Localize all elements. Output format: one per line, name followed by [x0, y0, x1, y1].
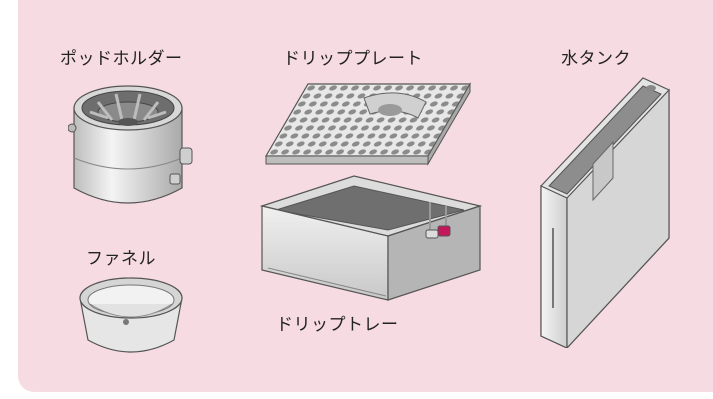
drip-tray-illustration — [258, 172, 483, 307]
parts-diagram-panel: ポッドホルダー ドリッププレート 水タンク ファネル ドリップトレー — [18, 0, 713, 392]
pod-holder-illustration — [68, 78, 198, 213]
water-tank-label: 水タンク — [561, 49, 631, 69]
drip-tray-label: ドリップトレー — [276, 315, 399, 335]
funnel-illustration — [76, 274, 186, 358]
water-tank-illustration — [523, 68, 673, 348]
drip-plate-illustration — [258, 76, 473, 171]
funnel-label: ファネル — [86, 249, 156, 269]
drip-plate-label: ドリッププレート — [283, 49, 423, 69]
pod-holder-label: ポッドホルダー — [60, 49, 183, 69]
